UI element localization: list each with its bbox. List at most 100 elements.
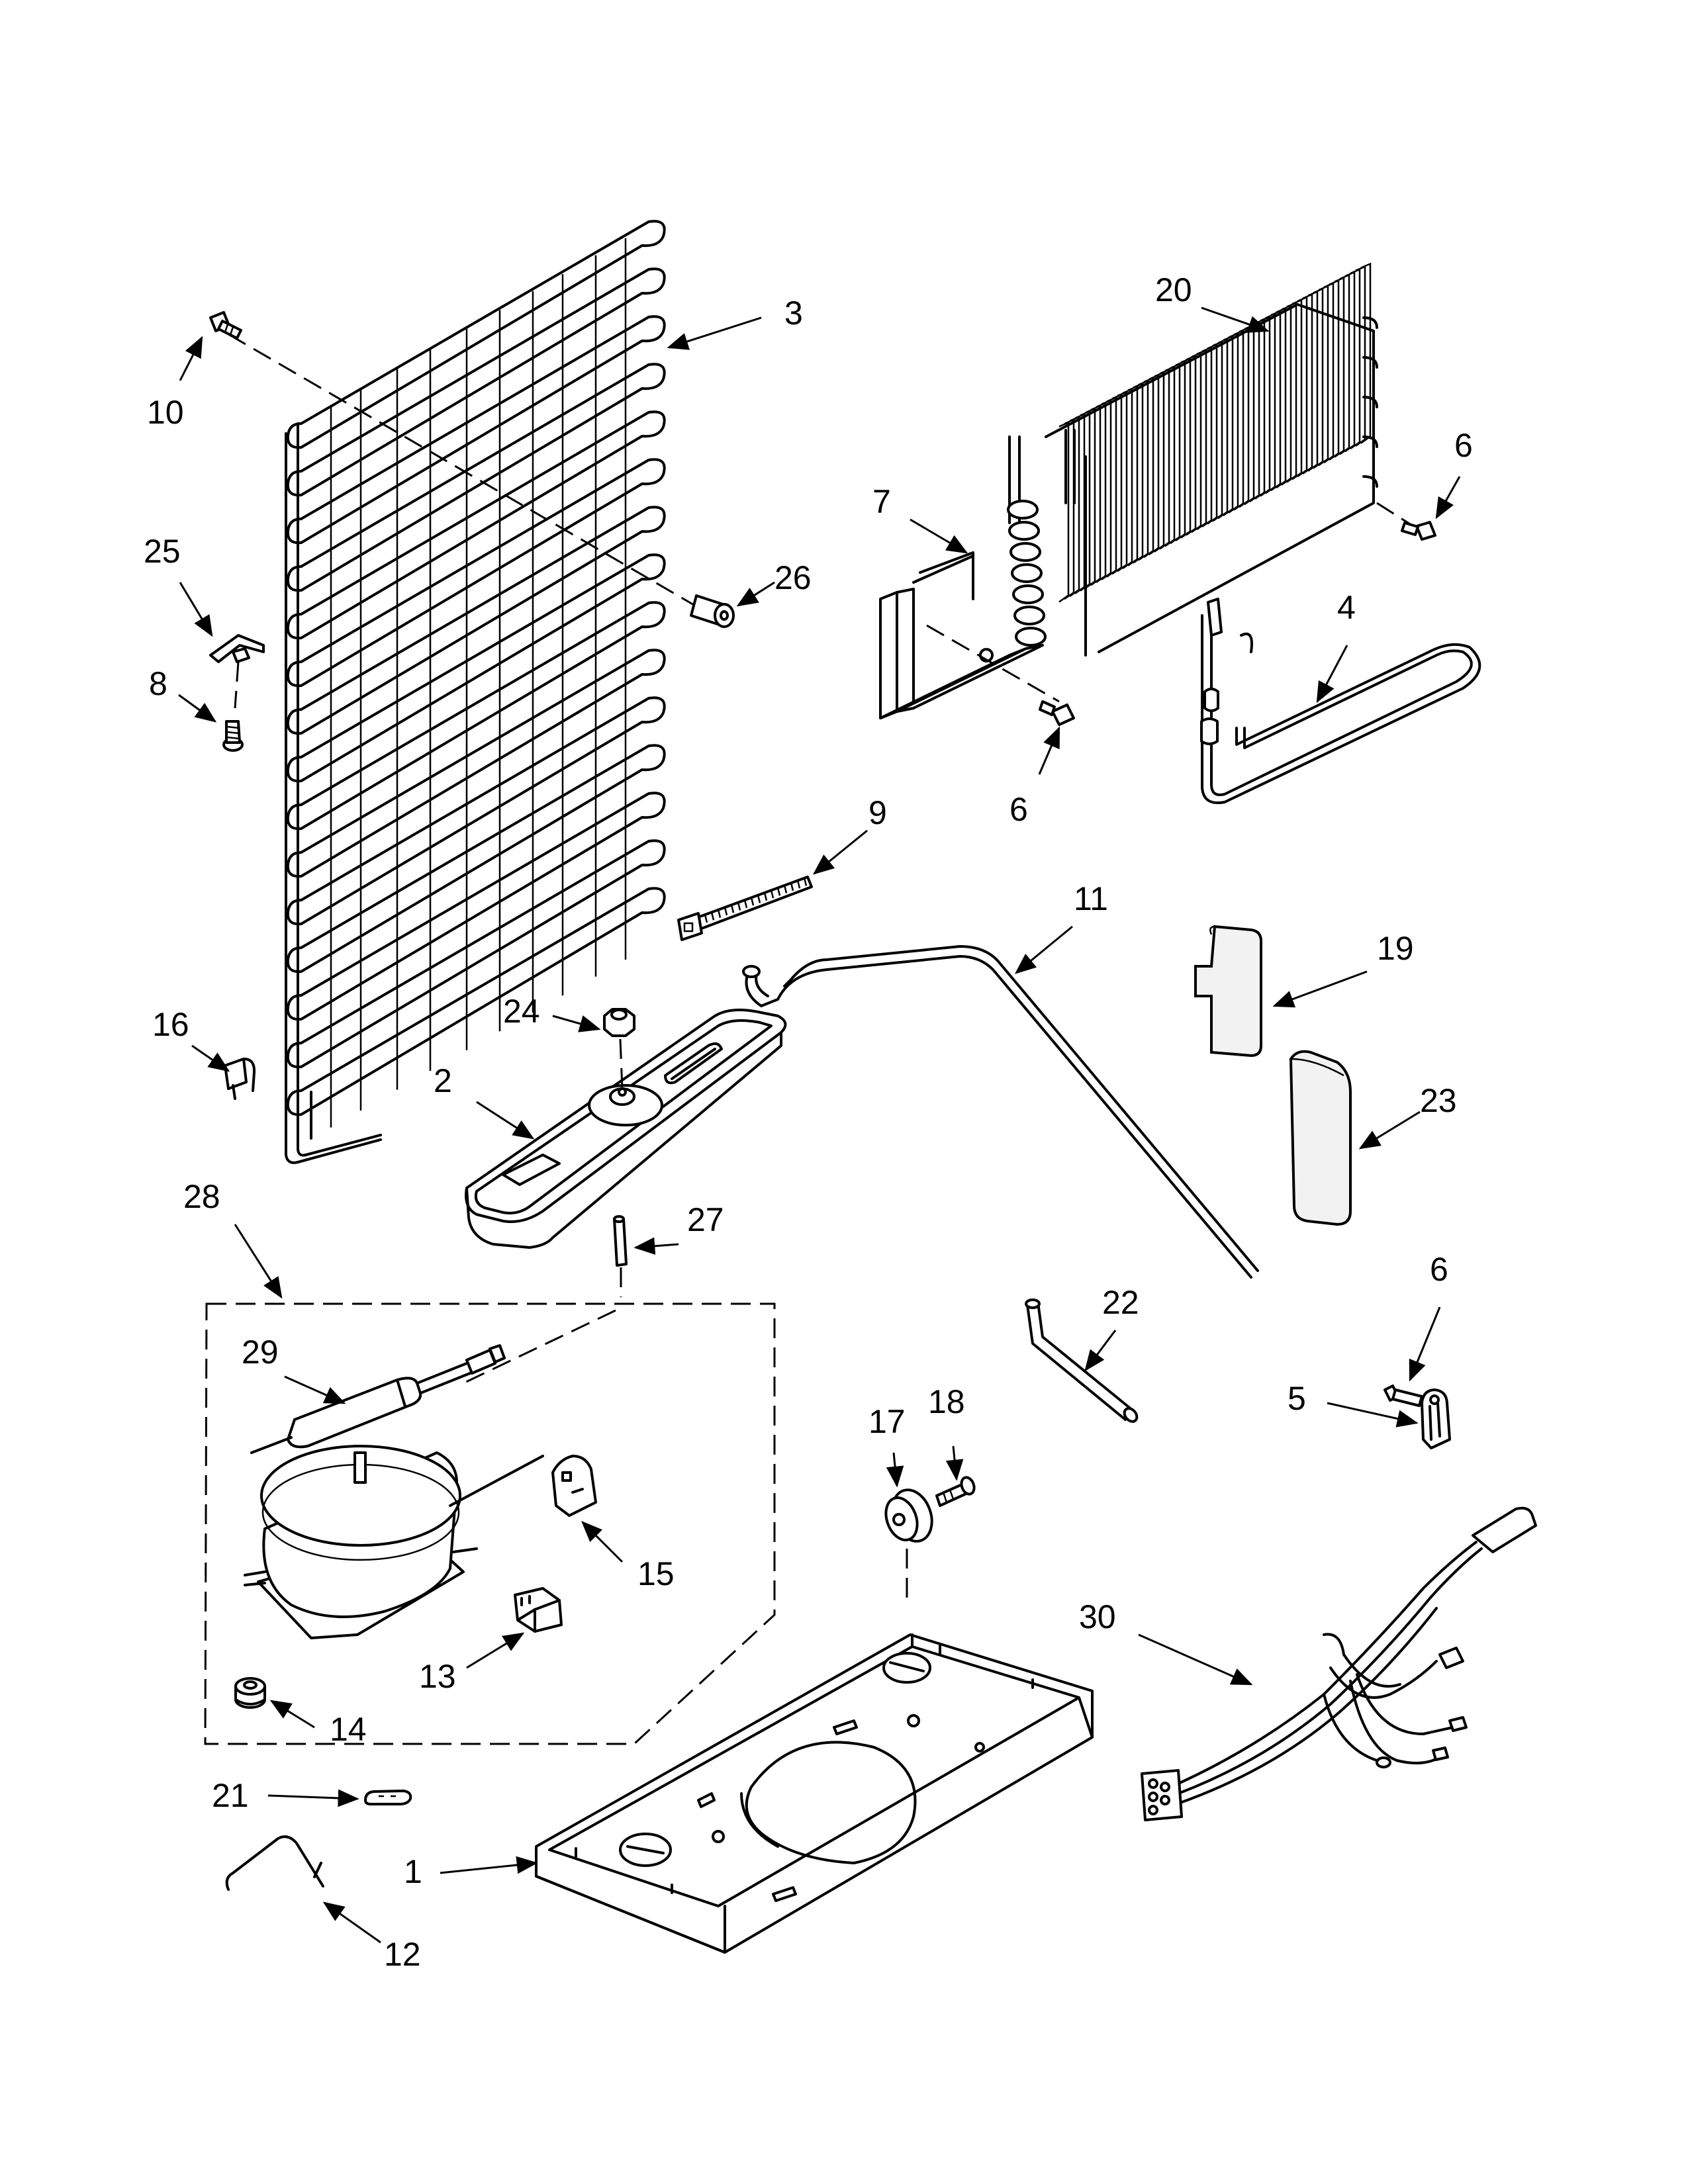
coil-loop: [286, 887, 666, 1116]
callout-13: 13: [419, 1658, 456, 1695]
coil-loop: [286, 315, 666, 545]
evaporator-fin: [1069, 416, 1080, 598]
evaporator-fin: [1175, 360, 1186, 541]
callout-16: 16: [152, 1006, 189, 1043]
callout-21: 21: [212, 1777, 249, 1814]
cable-tie-ridge: [783, 885, 788, 893]
leader-29: [284, 1375, 346, 1404]
evaporator-fin: [1191, 351, 1202, 533]
cable-tie-ridge: [750, 897, 755, 906]
evaporator-fin: [1138, 379, 1149, 561]
screw-part-8: [222, 720, 244, 752]
relay-part-15: [551, 1455, 597, 1517]
callout-29: 29: [242, 1334, 279, 1371]
leader-13: [466, 1632, 525, 1669]
callout-30: 30: [1079, 1598, 1116, 1635]
callout-12: 12: [384, 1936, 421, 1973]
evaporator-fin: [1302, 293, 1313, 475]
callout-25: 25: [144, 533, 181, 570]
evaporator-coil-bend: [1013, 606, 1045, 625]
wire-harness-part-30: [1141, 1506, 1537, 1821]
coil-loop: [286, 696, 666, 926]
evaporator-fin: [1318, 285, 1329, 467]
leader-27: [633, 1237, 679, 1255]
evaporator-fin: [1339, 273, 1350, 455]
leader-20: [1201, 306, 1270, 333]
evaporator-fin: [1164, 365, 1176, 547]
coil-loop: [286, 553, 666, 783]
cable-tie-ridge: [704, 914, 708, 923]
callout-1: 1: [404, 1853, 422, 1890]
callout-20: 20: [1155, 271, 1192, 308]
cable-tie-ridge: [757, 895, 761, 903]
tube-part-22: [1025, 1298, 1139, 1423]
callout-6c: 6: [1430, 1251, 1448, 1288]
leader-1: [440, 1856, 538, 1874]
leader-18: [945, 1445, 964, 1481]
evaporator-fin: [1297, 296, 1308, 478]
tube-part-27: [613, 1215, 628, 1297]
bracket-part-25: [209, 634, 265, 663]
evaporator-fin: [1064, 418, 1075, 600]
evaporator-fin: [1360, 262, 1372, 444]
cable-tie-ridge: [743, 899, 748, 909]
evaporator-fin: [1265, 312, 1276, 494]
evaporator-fin: [1344, 271, 1356, 453]
callout-6b: 6: [1009, 791, 1028, 828]
coil-loop: [286, 744, 666, 974]
evaporator-fin: [1207, 343, 1218, 525]
cable-tie-ridge: [803, 878, 808, 886]
evaporator-fin: [1270, 310, 1282, 492]
evaporator-coil-bend: [1009, 542, 1041, 562]
evaporator-fin: [1201, 345, 1213, 527]
evaporator-fin: [1170, 363, 1181, 545]
evaporator-fin: [1217, 338, 1229, 520]
wire-clip-part-12: [225, 1835, 324, 1891]
clip-part-21: [364, 1790, 412, 1805]
base-plate-part-1: [535, 1633, 1094, 1954]
cable-tie-ridge: [763, 892, 768, 901]
cable-tie-part-9: [677, 876, 813, 941]
leader-22: [1084, 1330, 1117, 1372]
grommet-part-14: [234, 1677, 266, 1709]
defrost-heater-part-4: [1200, 598, 1481, 804]
screw-part-6-evaporator-front: [926, 624, 1075, 726]
evaporator-fin: [1090, 404, 1102, 586]
grommet-part-17: [884, 1488, 933, 1543]
cable-tie-ridge: [717, 909, 722, 918]
evaporator-coil-bend: [1012, 584, 1044, 604]
evaporator-fin: [1212, 340, 1223, 522]
condenser-coil: [285, 220, 666, 1164]
overload-part-13: [514, 1587, 563, 1633]
evaporator-fin: [1196, 349, 1207, 531]
evaporator-fin: [1307, 290, 1319, 472]
coil-loop: [286, 601, 666, 831]
leader-arrows: [178, 306, 1461, 1944]
evaporator-coil-bend: [1015, 627, 1047, 647]
clip-part-5: [1421, 1388, 1451, 1449]
evaporator-fin: [1223, 335, 1234, 517]
leader-17: [886, 1452, 904, 1488]
callout-10: 10: [147, 394, 184, 431]
evaporator-coil-bend: [1008, 521, 1040, 541]
callout-4: 4: [1337, 589, 1356, 626]
leader-10: [179, 336, 203, 381]
callout-8: 8: [149, 665, 167, 702]
coil-loop: [286, 792, 666, 1021]
evaporator: [1007, 262, 1378, 657]
screw-part-10: [209, 311, 242, 340]
evaporator-fin: [1334, 276, 1345, 458]
evaporator-fin: [1122, 388, 1133, 570]
evaporator-fin: [1281, 304, 1292, 486]
callout-18: 18: [928, 1383, 965, 1420]
leader-2: [476, 1101, 535, 1140]
evaporator-fin: [1286, 301, 1297, 483]
evaporator-fin: [1355, 265, 1366, 447]
coil-loop: [286, 458, 666, 688]
callout-6a: 6: [1454, 427, 1473, 464]
cable-tie-ridge: [770, 889, 774, 899]
callout-17: 17: [868, 1403, 906, 1440]
evaporator-fin: [1313, 287, 1324, 469]
callout-14: 14: [330, 1711, 367, 1748]
